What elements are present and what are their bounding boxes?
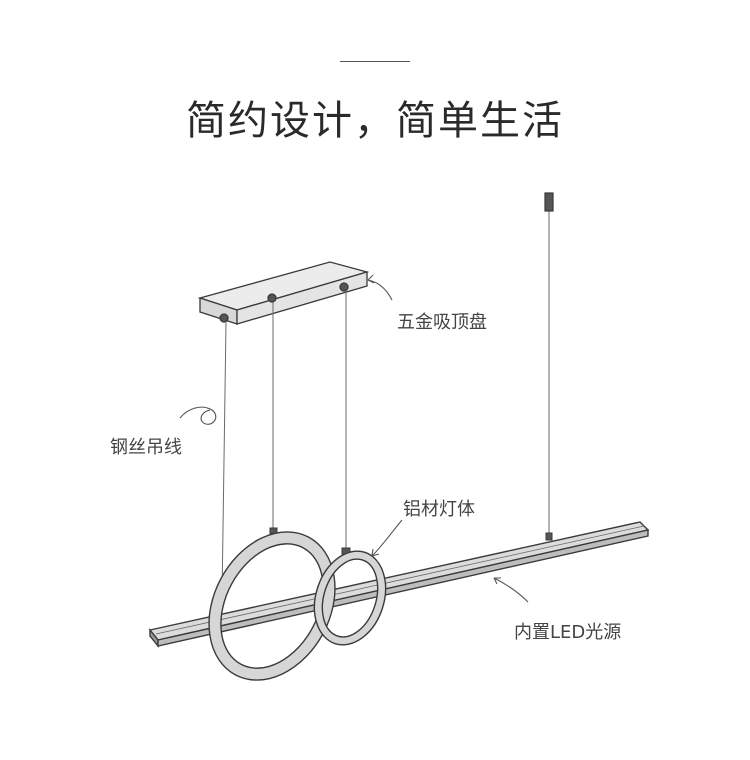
linear-bar	[148, 521, 650, 648]
canopy-arrow	[367, 279, 393, 301]
callout-arrows	[179, 274, 529, 603]
title-divider	[340, 61, 410, 62]
callout-canopy: 五金吸顶盘	[397, 312, 487, 333]
suspension-wires	[221, 210, 550, 599]
callout-wire: 钢丝吊线	[110, 437, 182, 458]
wire-arrow	[179, 406, 217, 425]
small-ring	[313, 550, 387, 646]
callout-light-source: 内置LED光源	[514, 622, 622, 643]
wire-mounts	[269, 527, 553, 555]
ceiling-anchor	[544, 192, 554, 212]
page-title: 简约设计，简单生活	[186, 98, 564, 144]
led-arrow	[493, 577, 529, 603]
callout-body: 铝材灯体	[403, 499, 475, 520]
canopy-plate	[197, 261, 370, 325]
body-arrow	[371, 519, 403, 557]
